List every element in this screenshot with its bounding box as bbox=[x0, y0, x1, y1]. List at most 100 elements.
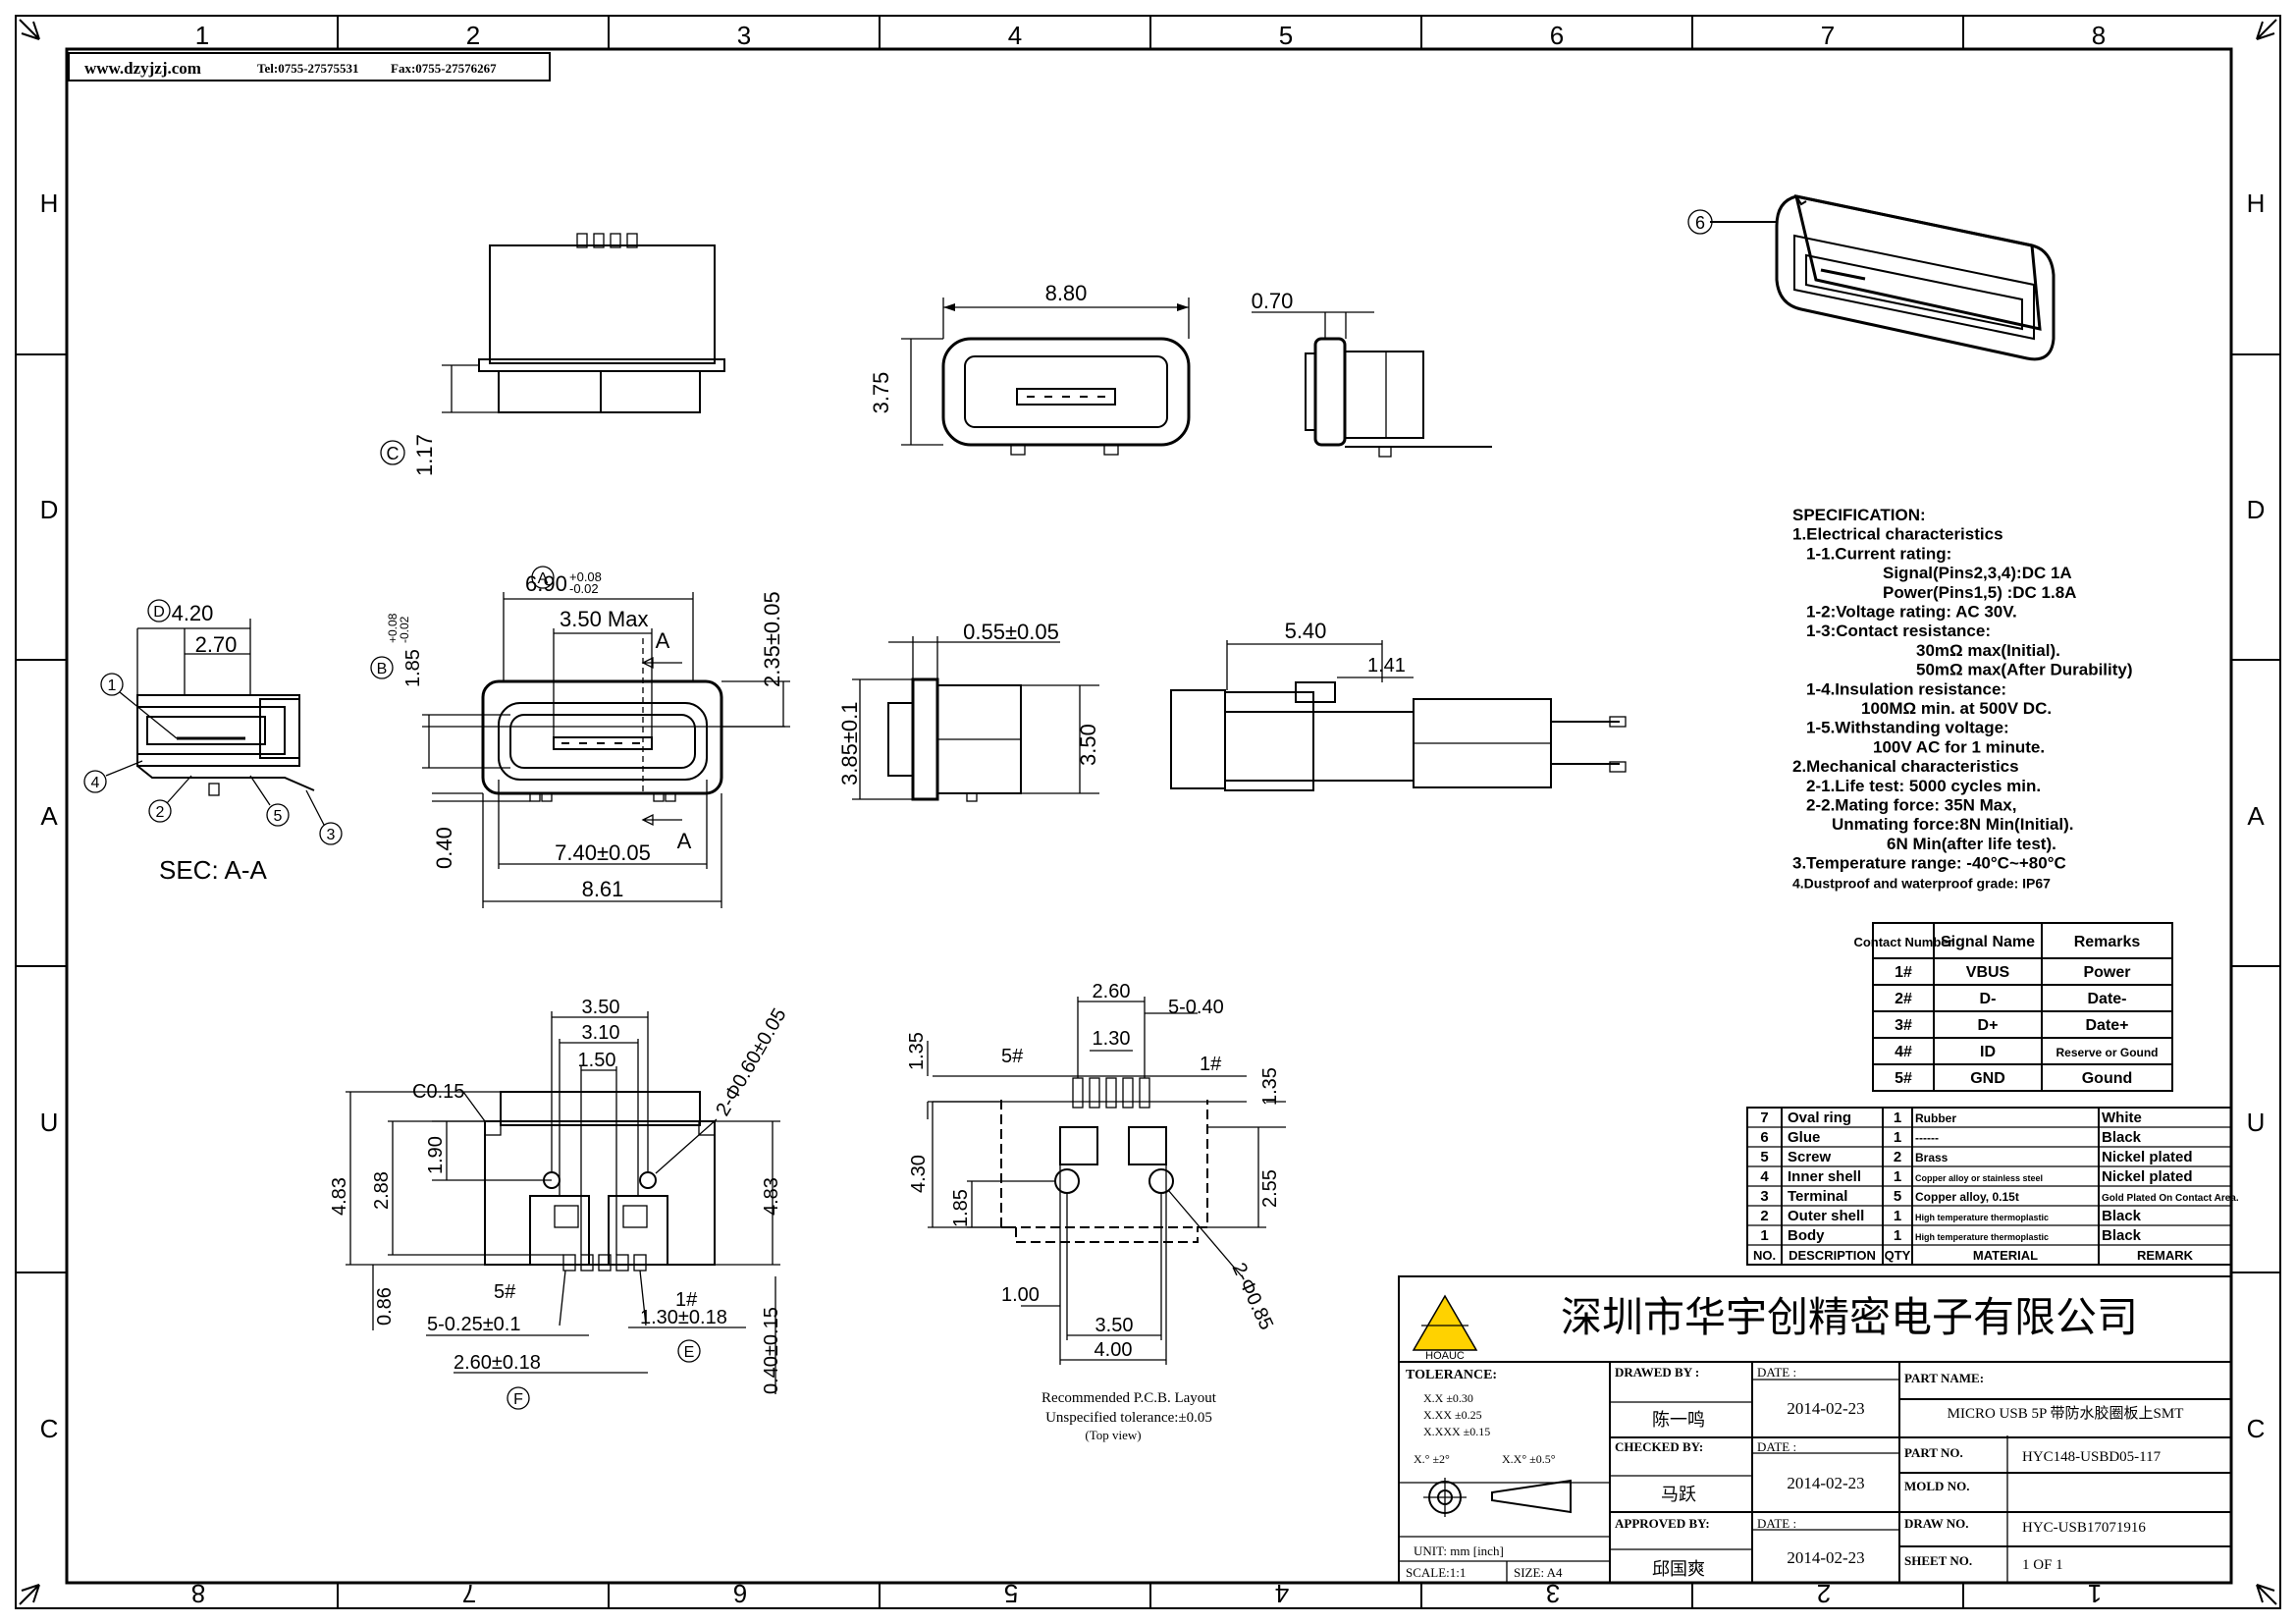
zone-bottom-5: 4 bbox=[1275, 1579, 1289, 1608]
spec-line: 2-2.Mating force: 35N Max, bbox=[1806, 796, 2016, 815]
date-label-2: DATE : bbox=[1757, 1439, 1796, 1454]
dim-2-88: 2.88 bbox=[371, 1171, 393, 1210]
view-side-center: 0.55±0.05 3.85±0.1 3.50 bbox=[837, 620, 1100, 802]
bom-cell: Brass bbox=[1915, 1151, 1949, 1164]
bom-cell: High temperature thermoplastic bbox=[1915, 1232, 2049, 1242]
bom-cell: White bbox=[2102, 1110, 2142, 1126]
date-label-3: DATE : bbox=[1757, 1516, 1796, 1531]
callout-f: F bbox=[513, 1391, 523, 1408]
drawn-by-label: DRAWED BY : bbox=[1615, 1365, 1699, 1380]
callout-e: E bbox=[684, 1344, 695, 1361]
dim-1-85-tol-minus: -0.02 bbox=[398, 616, 411, 643]
bom-header: QTY bbox=[1885, 1248, 1911, 1263]
pin-table-cell: ID bbox=[1980, 1044, 1996, 1060]
bom-cell: Copper alloy, 0.15t bbox=[1915, 1190, 2019, 1204]
bom-cell: Rubber bbox=[1915, 1111, 1956, 1125]
spec-line: 100MΩ min. at 500V DC. bbox=[1861, 699, 2052, 718]
spec-line: 1-4.Insulation resistance: bbox=[1806, 679, 2006, 698]
corner-arrow-bl bbox=[19, 1584, 40, 1605]
spec-line: 1.Electrical characteristics bbox=[1792, 525, 2003, 544]
dim-2-70: 2.70 bbox=[195, 632, 238, 657]
dim-7-40: 7.40±0.05 bbox=[555, 840, 651, 865]
pin-table-cell: 1# bbox=[1895, 964, 1912, 981]
label-pin1-p: 1# bbox=[1200, 1054, 1222, 1075]
dim-1-17: 1.17 bbox=[412, 434, 437, 476]
section-label: SEC: A-A bbox=[159, 855, 267, 885]
dim-hole-p: 2-Φ0.85 bbox=[1227, 1260, 1277, 1333]
view-small-side: 0.70 bbox=[1252, 289, 1492, 458]
tol-xxx: X.XX ±0.25 bbox=[1423, 1408, 1482, 1422]
tol-angle-fine: X.X° ±0.5° bbox=[1502, 1452, 1556, 1466]
dim-1-85-p: 1.85 bbox=[950, 1189, 972, 1227]
drawn-by-value: 陈一鸣 bbox=[1652, 1410, 1705, 1430]
spec-line: 1-5.Withstanding voltage: bbox=[1806, 719, 2009, 737]
callout-a: A bbox=[538, 570, 549, 587]
dim-2-60-p: 2.60 bbox=[1093, 981, 1131, 1002]
spec-line: 1-3:Contact resistance: bbox=[1806, 622, 1991, 640]
label-pin5-p: 5# bbox=[1001, 1046, 1024, 1067]
spec-line: 2.Mechanical characteristics bbox=[1792, 757, 2019, 776]
bom-cell: 1 bbox=[1894, 1208, 1901, 1224]
bom-header: DESCRIPTION bbox=[1789, 1248, 1876, 1263]
bom-cell: Body bbox=[1788, 1227, 1825, 1244]
bom-cell: Outer shell bbox=[1788, 1208, 1864, 1224]
dim-4-83-l: 4.83 bbox=[329, 1177, 350, 1216]
view-long-section: 5.40 1.41 bbox=[1170, 619, 1627, 791]
dim-6-90-tol-minus: -0.02 bbox=[569, 581, 599, 596]
dim-0-40-b: 0.40±0.15 bbox=[761, 1307, 782, 1394]
dim-1-41: 1.41 bbox=[1367, 655, 1406, 677]
bom-cell: Black bbox=[2102, 1129, 2142, 1146]
bom-cell: Screw bbox=[1788, 1149, 1832, 1165]
pin-table-header: Signal Name bbox=[1941, 934, 2035, 950]
logo-text: HOAUC bbox=[1425, 1350, 1465, 1362]
spec-line: 4.Dustproof and waterproof grade: IP67 bbox=[1792, 875, 2051, 891]
dim-2-35: 2.35±0.05 bbox=[760, 591, 784, 687]
svg-text:4: 4 bbox=[91, 775, 100, 791]
bom-cell: 1 bbox=[1894, 1168, 1901, 1185]
dim-1-30-p: 1.30 bbox=[1093, 1028, 1131, 1050]
bom-cell: Glue bbox=[1788, 1129, 1820, 1146]
part-name-label: PART NAME: bbox=[1904, 1371, 1984, 1385]
header-fax: Fax:0755-27576267 bbox=[391, 61, 497, 76]
spec-line: 50mΩ max(After Durability) bbox=[1916, 661, 2133, 679]
callout-6: 6 bbox=[1695, 213, 1705, 233]
corner-arrow-br bbox=[2256, 1584, 2277, 1605]
zone-top-2: 2 bbox=[466, 21, 480, 50]
dim-4-30: 4.30 bbox=[908, 1155, 930, 1193]
zone-bottom-4: 5 bbox=[1004, 1579, 1018, 1608]
dim-3-75: 3.75 bbox=[869, 372, 893, 414]
date-label-1: DATE : bbox=[1757, 1365, 1796, 1380]
view-isometric: 6 bbox=[1687, 194, 2056, 361]
dim-1-90: 1.90 bbox=[425, 1136, 447, 1174]
zone-ticks bbox=[16, 16, 2280, 1608]
zone-right-h: H bbox=[2247, 189, 2266, 218]
spec-line: 6N Min(after life test). bbox=[1887, 835, 2056, 853]
date-value-2: 2014-02-23 bbox=[1787, 1474, 1864, 1492]
zone-left-h: H bbox=[40, 189, 59, 218]
zone-top-5: 5 bbox=[1279, 21, 1293, 50]
specification-block: SPECIFICATION:1.Electrical characteristi… bbox=[1792, 506, 2133, 891]
dim-8-80: 8.80 bbox=[1045, 281, 1088, 305]
corner-arrow-tr bbox=[2256, 19, 2277, 40]
spec-line: Signal(Pins2,3,4):DC 1A bbox=[1883, 564, 2072, 582]
spec-line: 100V AC for 1 minute. bbox=[1873, 737, 2045, 756]
dim-0-70: 0.70 bbox=[1252, 289, 1294, 313]
bom-cell: 5 bbox=[1894, 1188, 1901, 1205]
bom-cell: 3 bbox=[1760, 1188, 1768, 1205]
inner-border bbox=[65, 47, 2233, 1585]
view-pcb-layout: 2.60 5-0.40 1.30 1.35 1.35 5# 1# 4.30 1.… bbox=[906, 981, 1286, 1442]
pin-table-cell: Date- bbox=[2087, 991, 2126, 1007]
dim-5-0-25: 5-0.25±0.1 bbox=[427, 1314, 521, 1335]
svg-text:1: 1 bbox=[108, 677, 117, 694]
zone-bottom-1: 8 bbox=[191, 1579, 205, 1608]
zone-bottom-3: 6 bbox=[733, 1579, 747, 1608]
spec-line: 3.Temperature range: -40°C~+80°C bbox=[1792, 854, 2066, 873]
part-name-value: MICRO USB 5P 带防水胶圈板上SMT bbox=[1948, 1404, 2184, 1422]
bom-cell: Nickel plated bbox=[2102, 1168, 2193, 1185]
bom-cell: 2 bbox=[1894, 1149, 1901, 1165]
spec-line: Unmating force:8N Min(Initial). bbox=[1832, 815, 2074, 834]
company-name: 深圳市华宇创精密电子有限公司 bbox=[1561, 1294, 2138, 1340]
spec-line: 1-2:Voltage rating: AC 30V. bbox=[1806, 603, 2017, 622]
